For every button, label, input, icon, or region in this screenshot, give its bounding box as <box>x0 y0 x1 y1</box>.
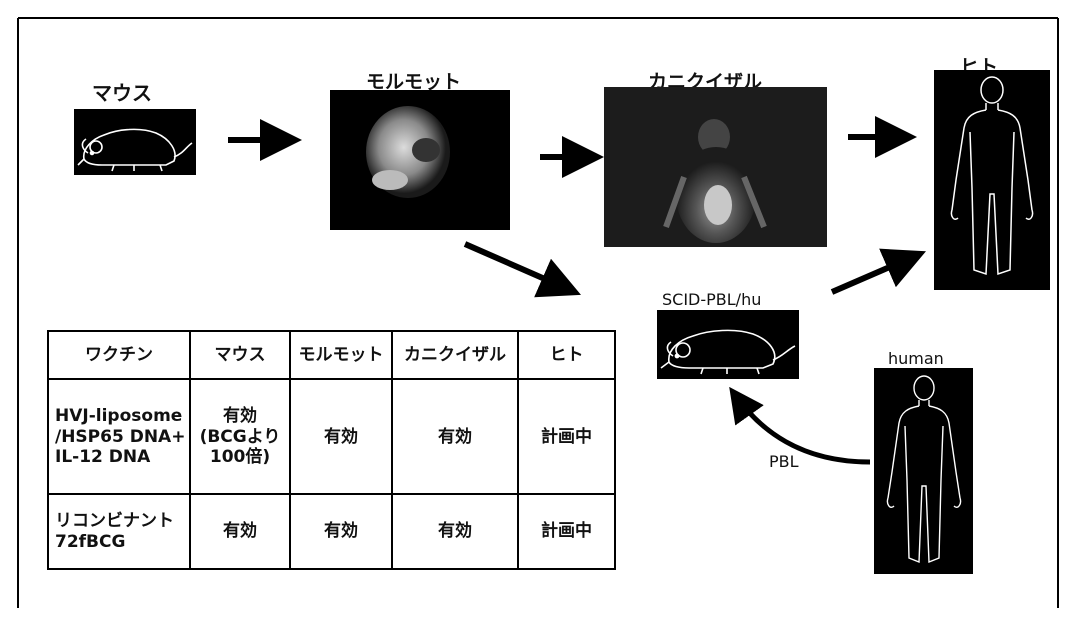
guinea-pig-photo-icon <box>330 90 510 230</box>
label-human-bottom: human <box>888 349 944 368</box>
cell-vaccine-hvj: HVJ-liposome /HSP65 DNA+ IL-12 DNA <box>47 378 191 496</box>
header-guinea-pig: モルモット <box>289 329 393 381</box>
human-silhouette-icon <box>934 70 1050 290</box>
cell-guinea-pig-hvj: 有効 <box>289 378 393 496</box>
cell-mouse-hvj: 有効 (BCGより 100倍) <box>189 378 291 496</box>
cell-mouse-bcg: 有効 <box>189 493 291 570</box>
header-monkey: カニクイザル <box>391 329 519 381</box>
cell-monkey-bcg: 有効 <box>391 493 519 570</box>
label-guinea-pig: モルモット <box>366 71 462 93</box>
mouse-drawing-icon <box>74 109 196 175</box>
header-human: ヒト <box>517 329 616 381</box>
cell-vaccine-bcg: リコンビナント 72fBCG <box>47 493 191 570</box>
table-row: HVJ-liposome /HSP65 DNA+ IL-12 DNA 有効 (B… <box>47 378 616 496</box>
header-mouse: マウス <box>189 329 291 381</box>
monkey-photo-icon <box>604 87 827 247</box>
cell-guinea-pig-bcg: 有効 <box>289 493 393 570</box>
arrow-scid-to-human <box>830 248 927 295</box>
arrow-guinea-pig-to-scid <box>463 241 581 298</box>
label-mouse: マウス <box>92 81 152 105</box>
cell-human-bcg: 計画中 <box>517 493 616 570</box>
vaccine-efficacy-table: ワクチン マウス モルモット カニクイザル ヒト HVJ-liposome /H… <box>47 329 616 570</box>
header-vaccine: ワクチン <box>47 329 191 381</box>
scid-mouse-drawing-icon <box>657 310 799 379</box>
table-row: リコンビナント 72fBCG 有効 有効 有効 計画中 <box>47 493 616 570</box>
human-silhouette-icon <box>874 368 973 574</box>
cell-human-hvj: 計画中 <box>517 378 616 496</box>
table-header-row: ワクチン マウス モルモット カニクイザル ヒト <box>47 329 616 381</box>
arrow-pbl-to-scid <box>729 386 871 465</box>
cell-monkey-hvj: 有効 <box>391 378 519 496</box>
label-pbl: PBL <box>769 452 799 471</box>
label-scid: SCID-PBL/hu <box>662 290 762 309</box>
